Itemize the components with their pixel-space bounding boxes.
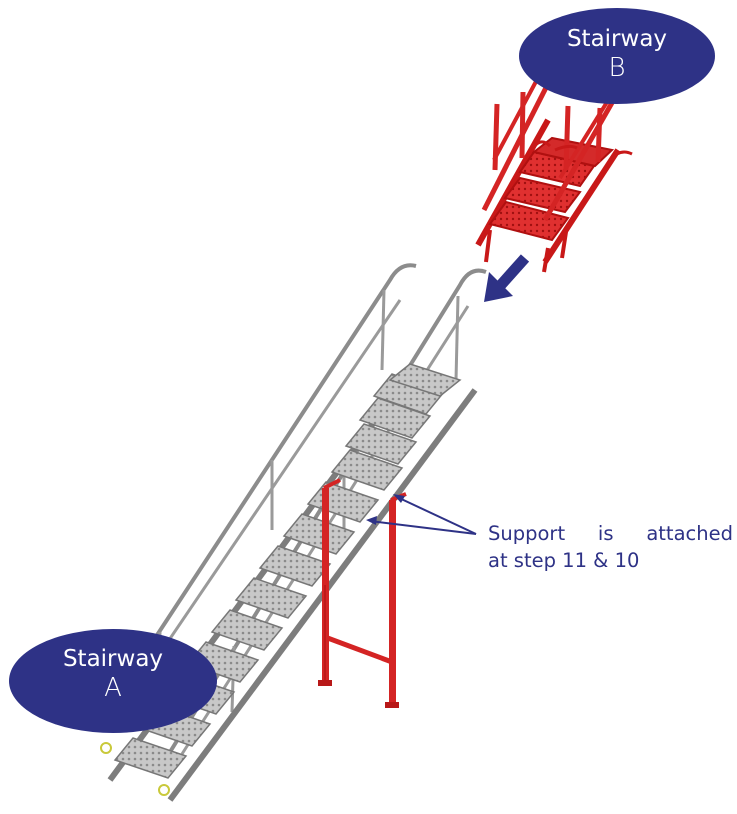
support-leg-right bbox=[389, 500, 396, 706]
annotation-word: Support bbox=[488, 520, 565, 547]
annotation-line-2: at step 11 & 10 bbox=[488, 547, 733, 574]
stairway-b-label: Stairway B bbox=[519, 8, 715, 104]
stairway-b-label-name: Stairway bbox=[519, 8, 715, 53]
stairway-a-label: Stairway A bbox=[9, 629, 217, 733]
annotation-word: attached bbox=[646, 520, 733, 547]
stairway-a-step bbox=[260, 546, 330, 586]
annotation-word: is bbox=[598, 520, 614, 547]
annotation-line-1: Support is attached bbox=[488, 520, 733, 547]
support-annotation: Support is attached at step 11 & 10 bbox=[488, 520, 733, 574]
stairway-a-step bbox=[236, 578, 306, 618]
stairway-a-label-name: Stairway bbox=[9, 629, 217, 673]
arrow-down-left-icon bbox=[484, 258, 525, 302]
stairway-b-label-letter: B bbox=[519, 53, 715, 83]
stairway-a-label-letter: A bbox=[9, 673, 217, 703]
support-crossbar bbox=[325, 637, 392, 662]
